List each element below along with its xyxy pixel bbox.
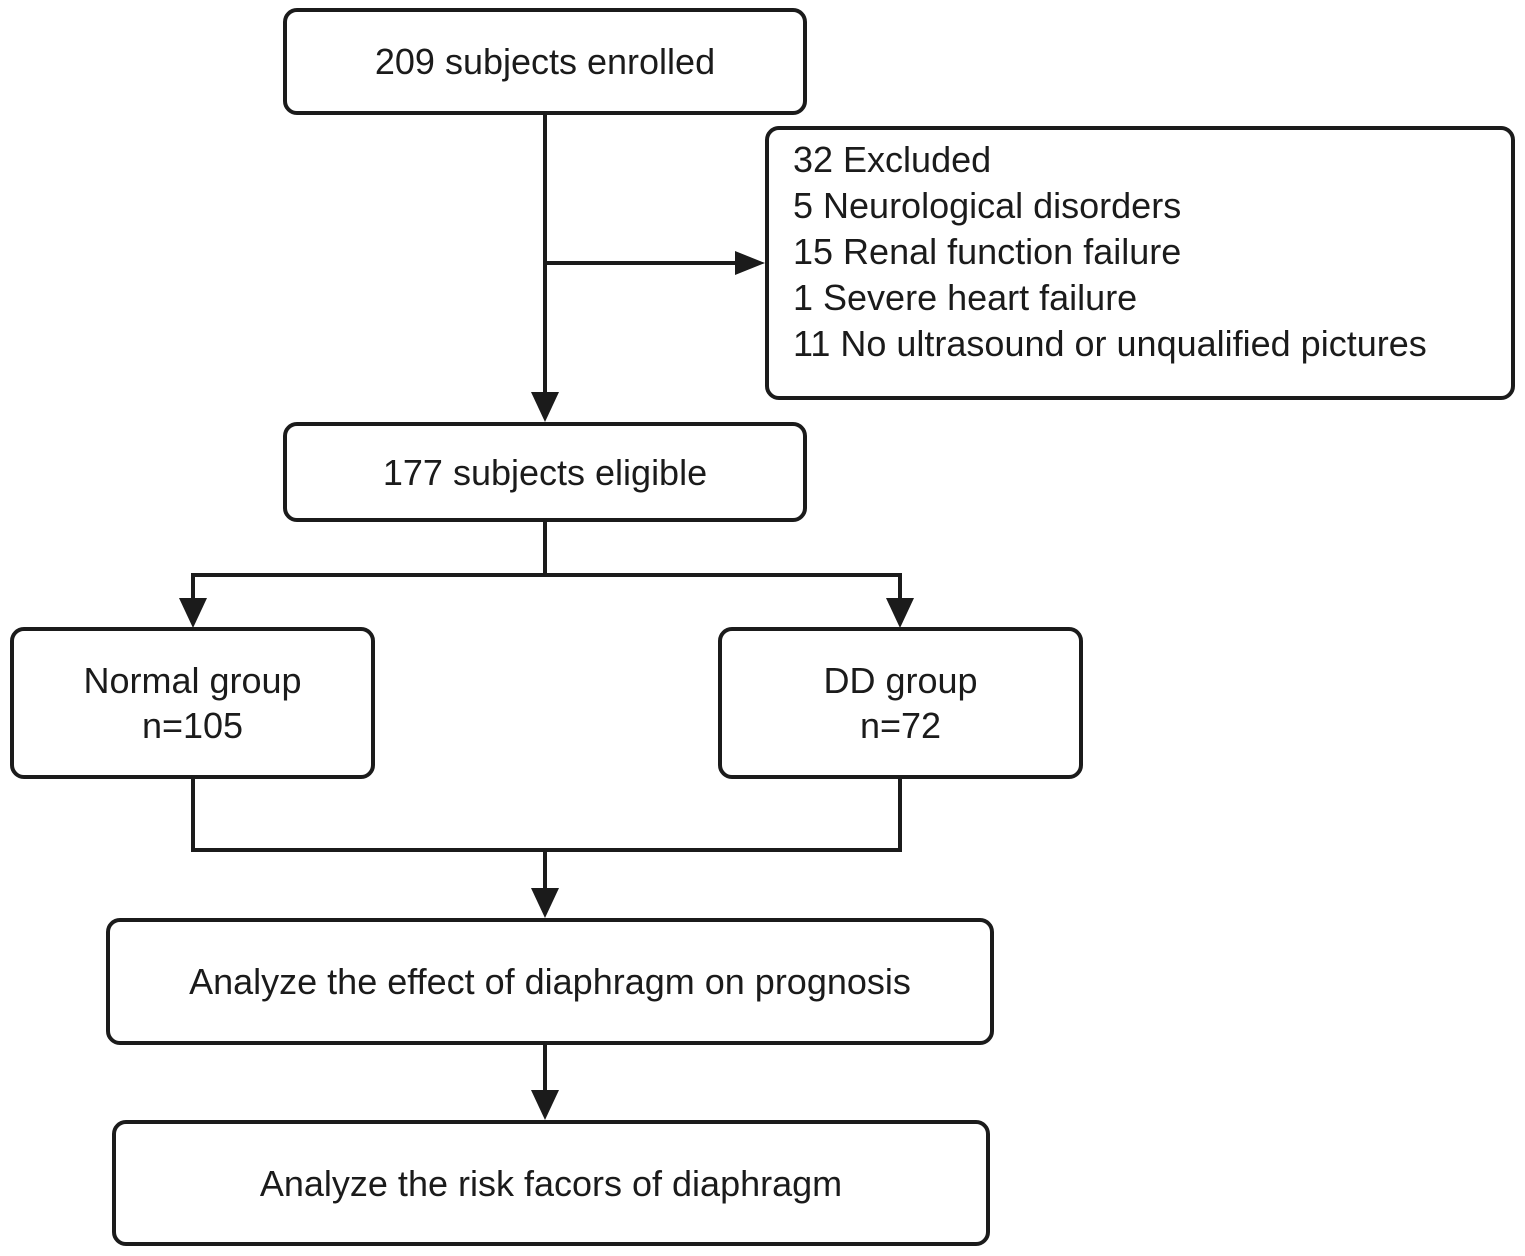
- node-subjects-enrolled: 209 subjects enrolled: [283, 8, 807, 115]
- node-analyze-effect-label: Analyze the effect of diaphragm on progn…: [189, 961, 911, 1002]
- connector-dd-group-down-line: [898, 777, 902, 852]
- node-normal-group: Normal group n=105: [10, 627, 375, 779]
- node-subjects-eligible-label: 177 subjects eligible: [382, 451, 708, 493]
- connector-split-horizontal-line: [191, 573, 902, 577]
- excluded-line: 1 Severe heart failure: [793, 277, 1138, 318]
- node-analyze-risk-label: Analyze the risk facors of diaphragm: [259, 1162, 843, 1204]
- connector-normal-group-down-line: [191, 777, 195, 852]
- arrowhead-into-dd-group-icon: [886, 598, 914, 628]
- node-dd-group: DD group n=72: [718, 627, 1083, 779]
- node-analyze-risk: Analyze the risk facors of diaphragm: [112, 1120, 990, 1246]
- arrowhead-into-normal-group-icon: [179, 598, 207, 628]
- arrowhead-into-analyze-effect-icon: [531, 888, 559, 918]
- dd-group-title: DD group: [823, 660, 978, 701]
- connector-split-left-line: [191, 573, 195, 601]
- excluded-line: 15 Renal function failure: [793, 231, 1182, 272]
- dd-group-count: n=72: [859, 705, 942, 746]
- node-subjects-eligible: 177 subjects eligible: [283, 422, 807, 522]
- excluded-line: 5 Neurological disorders: [793, 185, 1182, 226]
- connector-effect-to-risk-line: [543, 1043, 547, 1092]
- normal-group-title: Normal group: [83, 660, 302, 701]
- connector-enrolled-to-eligible-line: [543, 113, 547, 394]
- arrowhead-into-eligible-icon: [531, 392, 559, 422]
- connector-merge-down-line: [543, 848, 547, 890]
- arrowhead-into-excluded-icon: [735, 251, 765, 275]
- excluded-line: 32 Excluded: [793, 139, 992, 180]
- node-subjects-enrolled-label: 209 subjects enrolled: [374, 41, 716, 82]
- connector-split-right-line: [898, 573, 902, 601]
- node-analyze-effect: Analyze the effect of diaphragm on progn…: [106, 918, 994, 1045]
- connector-eligible-down-line: [543, 520, 547, 577]
- node-excluded: 32 Excluded 5 Neurological disorders 15 …: [765, 126, 1515, 400]
- excluded-line: 11 No ultrasound or unqualified pictures: [793, 323, 1427, 364]
- connector-to-excluded-line: [543, 261, 735, 265]
- arrowhead-into-analyze-risk-icon: [531, 1090, 559, 1120]
- normal-group-count: n=105: [141, 705, 244, 746]
